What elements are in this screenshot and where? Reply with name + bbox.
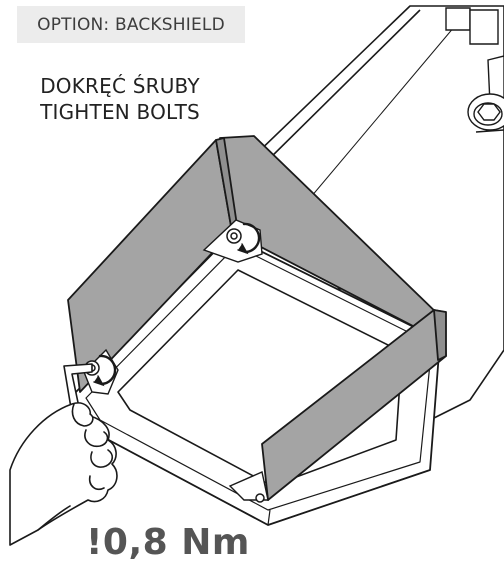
back-shield — [67, 135, 447, 501]
option-label: OPTION: BACKSHIELD — [17, 6, 245, 43]
hand-illustration — [9, 402, 118, 546]
torque-value: !0,8 Nm — [86, 522, 250, 563]
housing-fittings — [445, 7, 504, 133]
instruction-polish: DOKRĘĆ ŚRUBY — [40, 74, 200, 98]
instruction-english: TIGHTEN BOLTS — [40, 100, 200, 124]
rotation-arrow-icon — [93, 222, 261, 387]
